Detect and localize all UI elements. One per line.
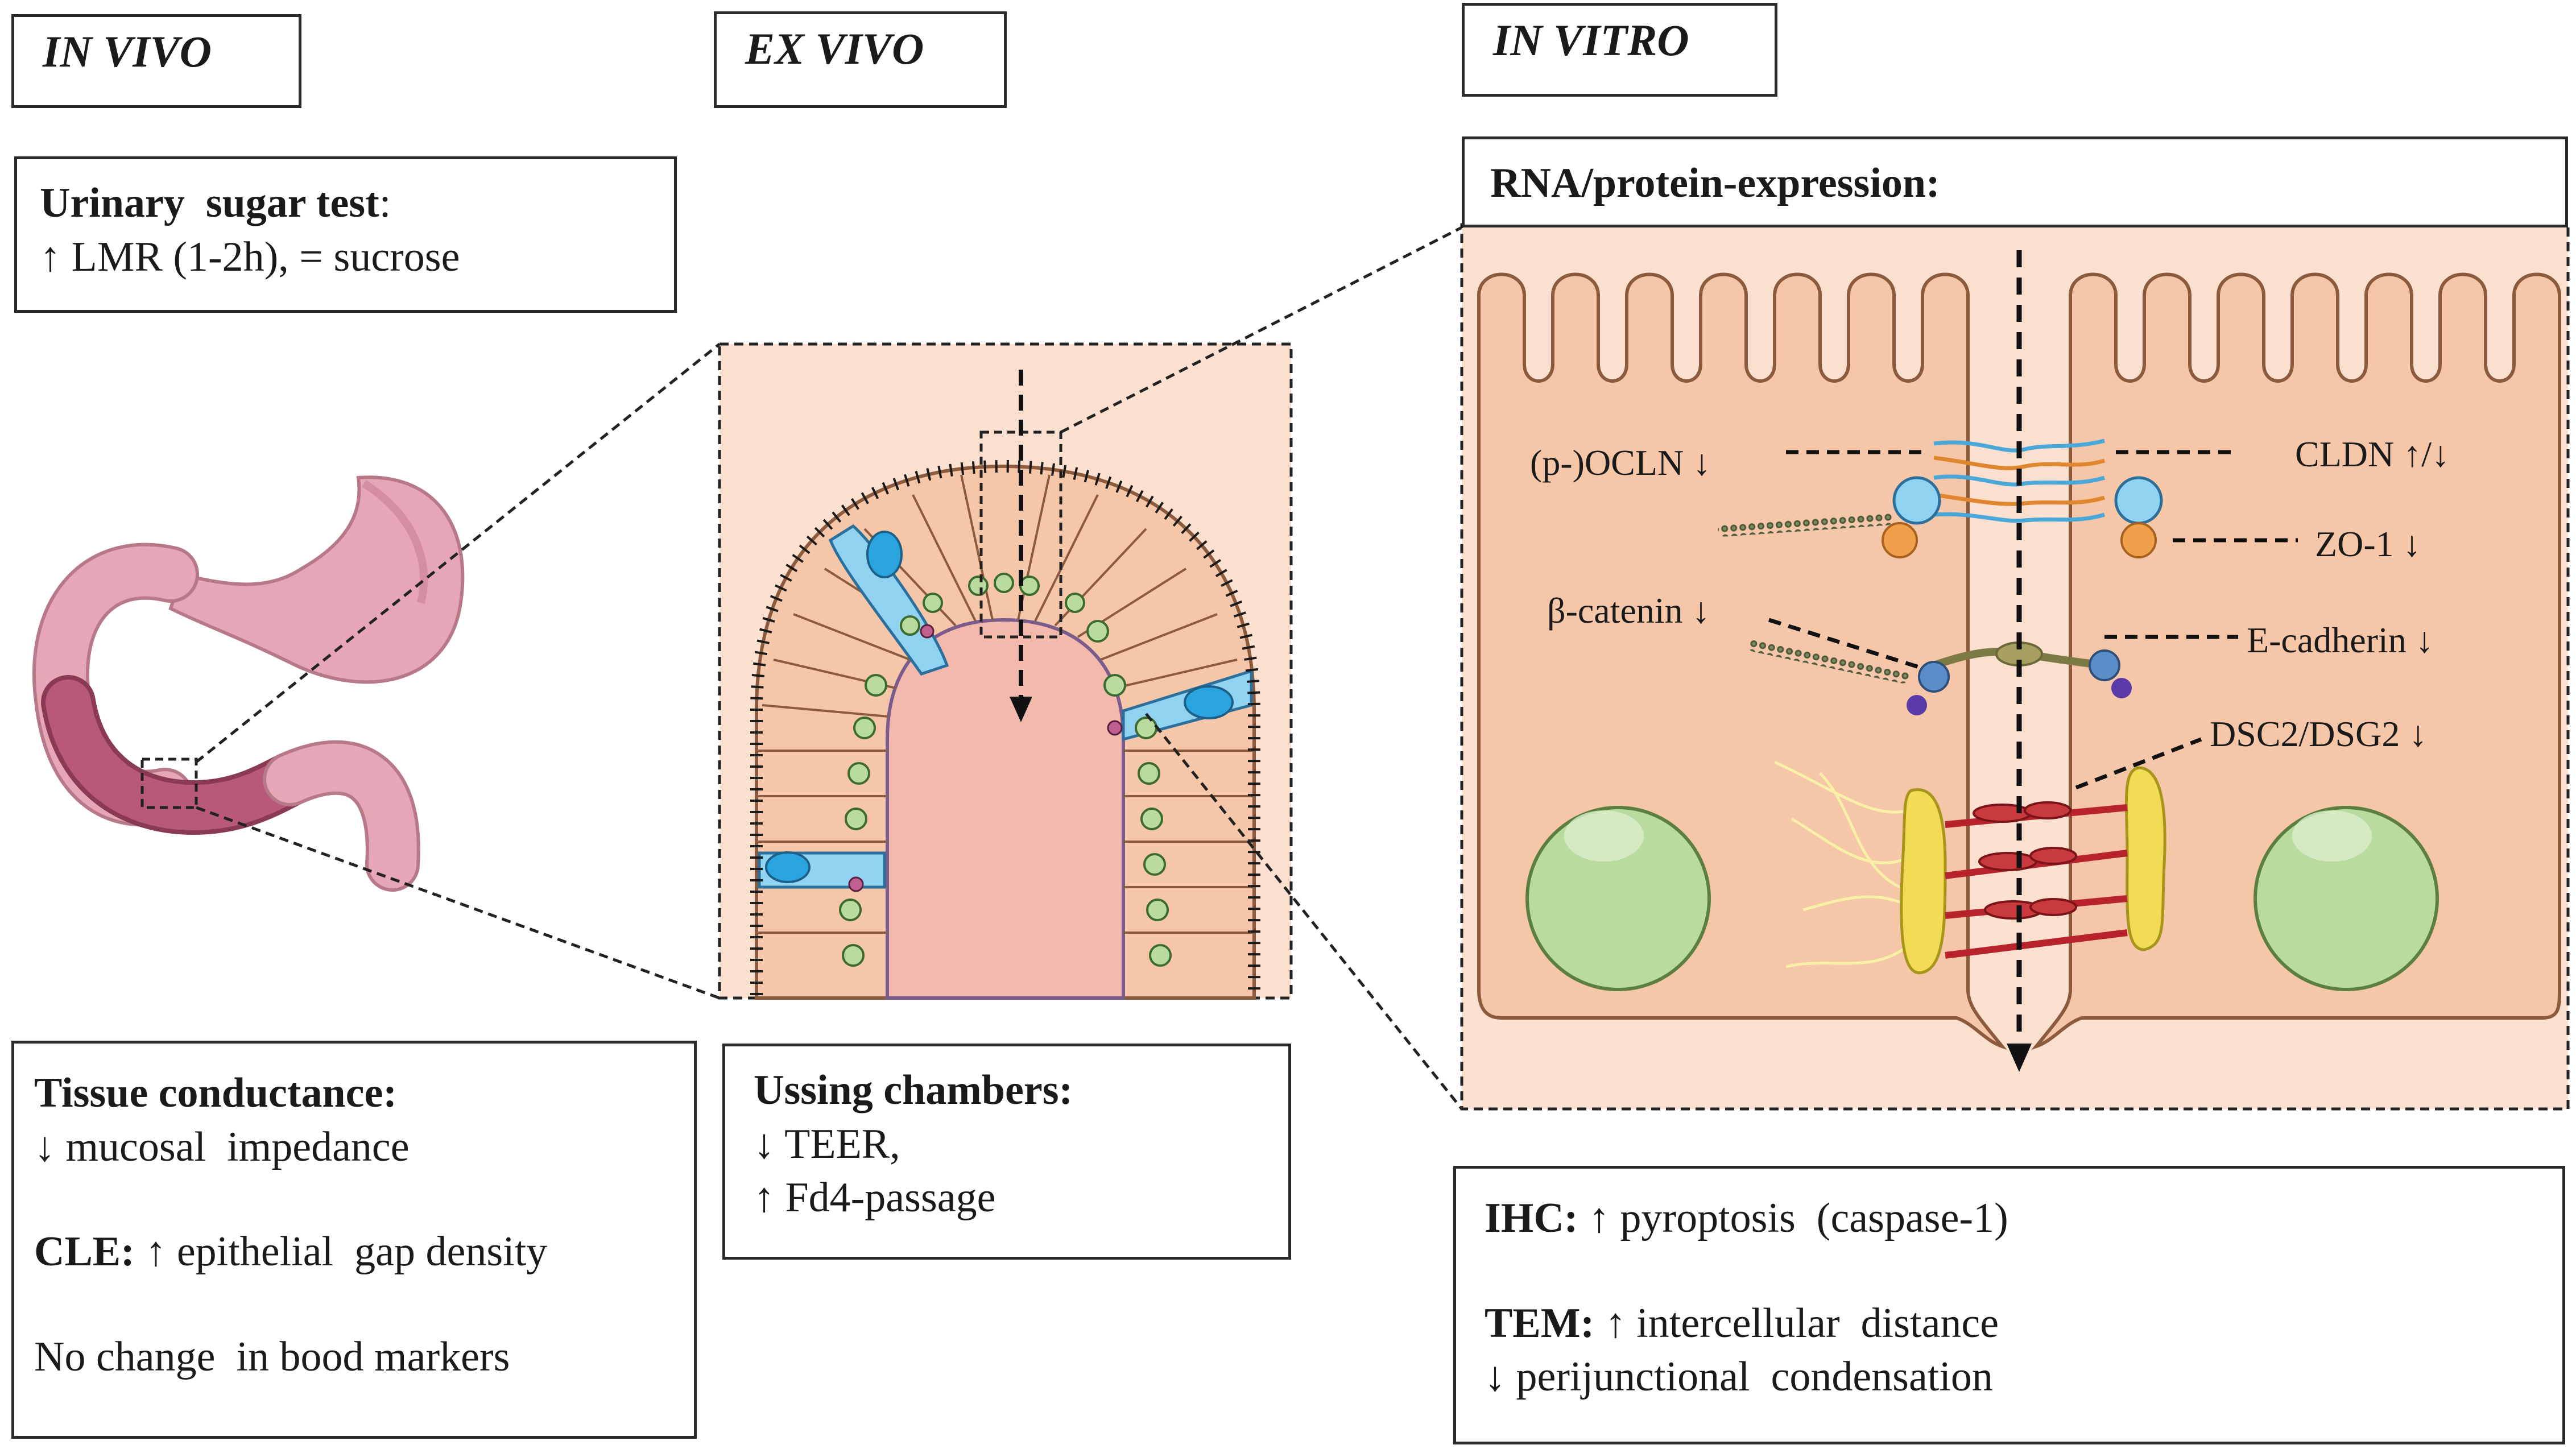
ussing-title: Ussing chambers: <box>754 1067 1073 1113</box>
urinary-test-colon: : <box>379 180 391 226</box>
ihc-line: ↑ pyroptosis (caspase-1) <box>1578 1195 2008 1241</box>
dsc-label: DSC2/DSG2 ↓ <box>2210 714 2427 754</box>
ocln-label: (p-)OCLN ↓ <box>1530 442 1711 483</box>
cle-title: CLE: <box>34 1228 135 1276</box>
in-vivo-results-box: Tissue conductance: ↓ mucosal impedance … <box>11 1041 697 1439</box>
ex-vivo-header: EX VIVO <box>714 11 1007 108</box>
urinary-test-title: Urinary sugar test <box>40 180 379 226</box>
ussing-chambers-box: Ussing chambers: ↓ TEER, ↑ Fd4-passage <box>722 1044 1291 1260</box>
in-vivo-header-label: IN VIVO <box>43 27 212 76</box>
urinary-test-box: Urinary sugar test: ↑ LMR (1-2h), = sucr… <box>14 156 677 313</box>
ecadherin-label: E-cadherin ↓ <box>2247 620 2434 660</box>
tissue-conductance-line: ↓ mucosal impedance <box>34 1123 410 1170</box>
bcatenin-label: β-catenin ↓ <box>1547 590 1710 631</box>
tem-line: ↑ intercellular distance <box>1594 1299 1999 1347</box>
ex-vivo-header-label: EX VIVO <box>745 24 924 73</box>
cldn-label: CLDN ↑/↓ <box>2295 434 2450 474</box>
tem-line-2: ↓ perijunctional condensation <box>1485 1353 1993 1401</box>
urinary-test-result: ↑ LMR (1-2h), = sucrose <box>40 233 460 280</box>
ihc-tem-box: IHC: ↑ pyroptosis (caspase-1) TEM: ↑ int… <box>1453 1166 2565 1444</box>
ussing-fd4-line: ↑ Fd4-passage <box>754 1174 996 1222</box>
junction-illustration: (p-)OCLN ↓ CLDN ↑/↓ ZO-1 ↓ β-catenin ↓ E… <box>1460 223 2570 1111</box>
tissue-conductance-title: Tissue conductance: <box>34 1070 397 1116</box>
tem-title: TEM: <box>1485 1299 1595 1347</box>
cle-line: ↑ epithelial gap density <box>134 1228 548 1276</box>
ussing-teer-line: ↓ TEER, <box>754 1120 900 1168</box>
rna-protein-title: RNA/protein-expression: <box>1490 160 1940 206</box>
zo1-label: ZO-1 ↓ <box>2315 524 2421 564</box>
villus-illustration <box>718 342 1293 1000</box>
intestine-illustration <box>32 475 465 892</box>
in-vitro-header: IN VITRO <box>1462 3 1777 97</box>
ihc-title: IHC: <box>1485 1195 1578 1241</box>
rna-protein-box: RNA/protein-expression: <box>1462 136 2568 227</box>
in-vitro-header-label: IN VITRO <box>1493 15 1689 65</box>
in-vivo-header: IN VIVO <box>11 14 301 108</box>
blood-markers-line: No change in bood markers <box>34 1334 510 1381</box>
